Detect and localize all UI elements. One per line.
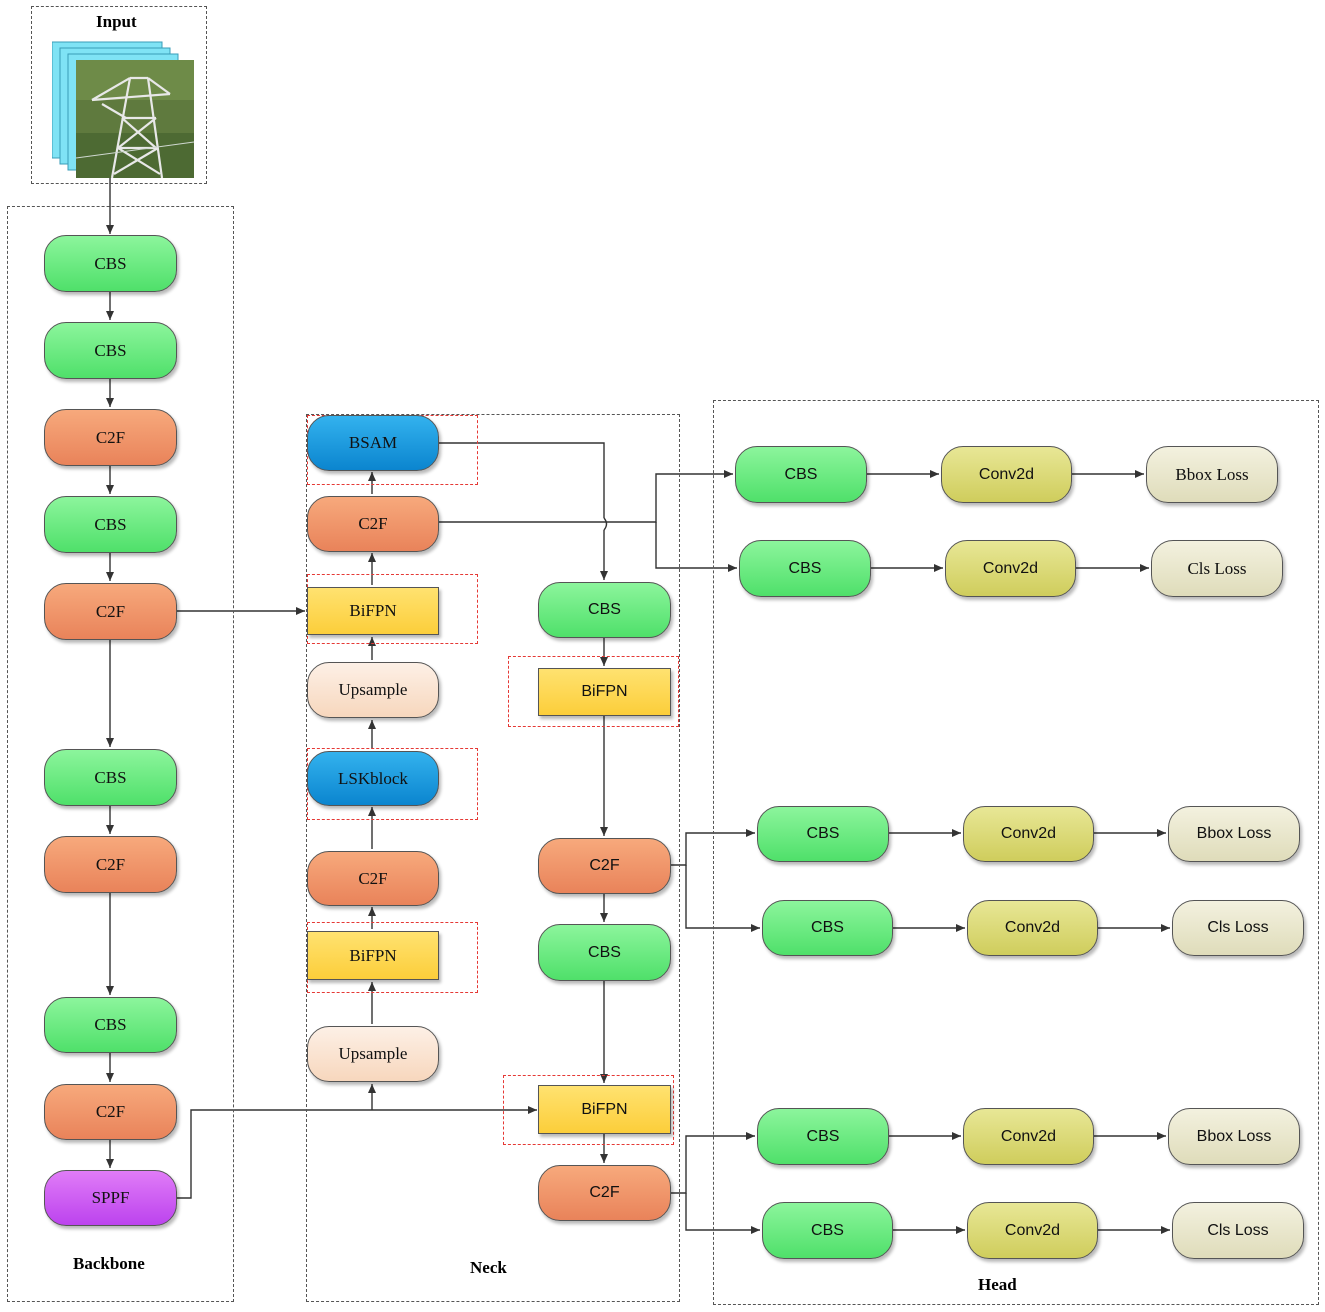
- neck-c2f-right-2: C2F: [538, 1165, 671, 1221]
- backbone-label: Backbone: [73, 1254, 145, 1273]
- neck-region: [306, 414, 680, 1302]
- backbone-cbs-5: CBS: [44, 997, 177, 1053]
- neck-cbs-right-2: CBS: [538, 924, 671, 981]
- head-cbs-2: CBS: [739, 540, 871, 597]
- backbone-c2f-2: C2F: [44, 583, 177, 640]
- neck-bifpn-right-2: BiFPN: [538, 1085, 671, 1134]
- backbone-c2f-3: C2F: [44, 836, 177, 893]
- neck-c2f-top: C2F: [307, 496, 439, 552]
- neck-label: Neck: [470, 1258, 507, 1277]
- head-cbs-5: CBS: [757, 1108, 889, 1165]
- head-label: Head: [978, 1275, 1017, 1294]
- neck-c2f-mid: C2F: [307, 851, 439, 906]
- head-cbs-3: CBS: [757, 806, 889, 862]
- neck-upsample-2: Upsample: [307, 1026, 439, 1082]
- head-bbox-loss-5: Bbox Loss: [1168, 1108, 1300, 1165]
- backbone-cbs-2: CBS: [44, 322, 177, 379]
- head-cbs-4: CBS: [762, 900, 893, 956]
- input-label: Input: [96, 12, 137, 31]
- head-conv2d-4: Conv2d: [967, 900, 1098, 956]
- neck-bifpn-mid: BiFPN: [307, 931, 439, 980]
- head-cbs-1: CBS: [735, 446, 867, 503]
- head-region: [713, 400, 1319, 1305]
- backbone-cbs-4: CBS: [44, 749, 177, 806]
- highlight-bifpn-right-2: [503, 1075, 674, 1145]
- head-conv2d-2: Conv2d: [945, 540, 1076, 597]
- neck-lskblock: LSKblock: [307, 751, 439, 806]
- input-image: [52, 41, 195, 178]
- backbone-region: [7, 206, 234, 1302]
- head-conv2d-3: Conv2d: [963, 806, 1094, 862]
- neck-cbs-right-1: CBS: [538, 582, 671, 638]
- highlight-bifpn-right-1: [508, 656, 679, 727]
- neck-upsample-1: Upsample: [307, 662, 439, 718]
- head-cls-loss-2: Cls Loss: [1151, 540, 1283, 597]
- head-cls-loss-6: Cls Loss: [1172, 1202, 1304, 1259]
- head-conv2d-5: Conv2d: [963, 1108, 1094, 1165]
- backbone-cbs-1: CBS: [44, 235, 177, 292]
- head-bbox-loss-3: Bbox Loss: [1168, 806, 1300, 862]
- backbone-cbs-3: CBS: [44, 496, 177, 553]
- backbone-c2f-1: C2F: [44, 409, 177, 466]
- head-conv2d-6: Conv2d: [967, 1202, 1098, 1259]
- neck-bifpn-top: BiFPN: [307, 587, 439, 635]
- head-cls-loss-4: Cls Loss: [1172, 900, 1304, 956]
- neck-c2f-right-1: C2F: [538, 838, 671, 894]
- input-region: [31, 6, 207, 184]
- head-bbox-loss-1: Bbox Loss: [1146, 446, 1278, 503]
- neck-bifpn-right-1: BiFPN: [538, 668, 671, 716]
- backbone-c2f-4: C2F: [44, 1084, 177, 1140]
- head-cbs-6: CBS: [762, 1202, 893, 1259]
- head-conv2d-1: Conv2d: [941, 446, 1072, 503]
- neck-bsam: BSAM: [307, 415, 439, 471]
- backbone-sppf: SPPF: [44, 1170, 177, 1226]
